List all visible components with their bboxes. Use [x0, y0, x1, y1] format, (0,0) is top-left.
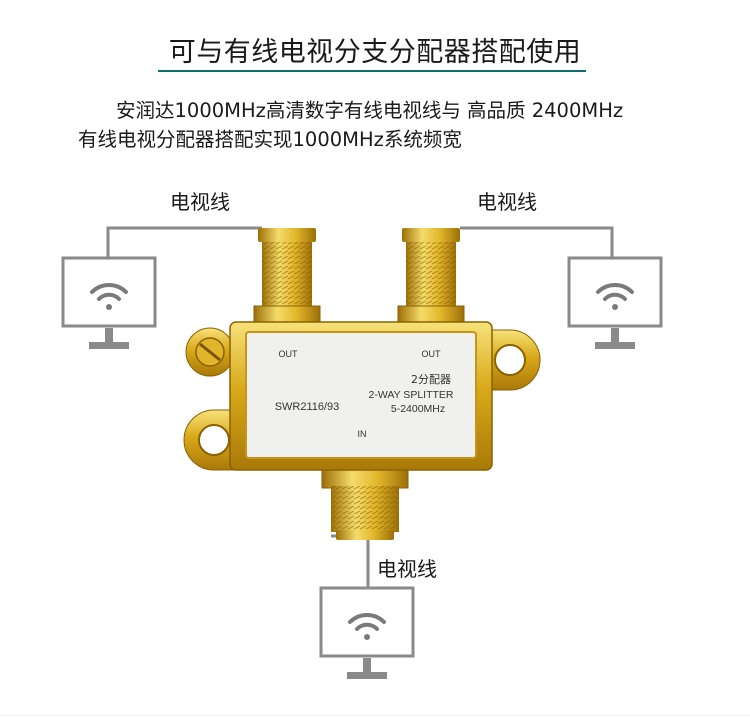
cable-right	[460, 226, 614, 258]
tv-monitor-right	[567, 256, 663, 349]
splitter-name-en: 2-WAY SPLITTER	[369, 389, 454, 401]
cable-label-left: 电视线	[170, 190, 230, 214]
cable-label-bottom: 电视线	[377, 557, 437, 581]
page-title: 可与有线电视分支分配器搭配使用	[168, 37, 582, 68]
description: 安润达1000MHz高清数字有线电视线与 高品质 2400MHz 有线电视分配器…	[78, 96, 698, 154]
bottom-divider	[0, 715, 750, 716]
cable-label-right: 电视线	[477, 190, 537, 214]
port-out-left-label: OUT	[279, 349, 299, 359]
wifi-signal-icon	[90, 282, 128, 310]
connector-in	[321, 459, 409, 540]
wifi-signal-icon	[348, 612, 386, 640]
ground-screw	[185, 327, 235, 377]
tv-monitor-left	[61, 256, 157, 349]
description-line-1: 安润达1000MHz高清数字有线电视线与 高品质 2400MHz	[116, 99, 624, 122]
splitter-device	[183, 228, 541, 540]
description-line-2: 有线电视分配器搭配实现1000MHz系统频宽	[78, 128, 462, 151]
wifi-signal-icon	[596, 282, 634, 310]
splitter-freq: 5-2400MHz	[391, 403, 445, 415]
port-in-label: IN	[358, 429, 367, 439]
connector-out-left	[253, 228, 321, 329]
splitter-name-cn: 2分配器	[411, 373, 451, 386]
cable-left	[106, 226, 262, 258]
connector-out-right	[397, 228, 465, 329]
cable-bottom	[331, 534, 370, 588]
title-underline	[158, 70, 586, 72]
mount-tab-right	[477, 329, 541, 391]
splitter-model: SWR2116/93	[275, 401, 340, 413]
port-out-right-label: OUT	[422, 349, 442, 359]
tv-monitor-bottom	[319, 586, 415, 679]
